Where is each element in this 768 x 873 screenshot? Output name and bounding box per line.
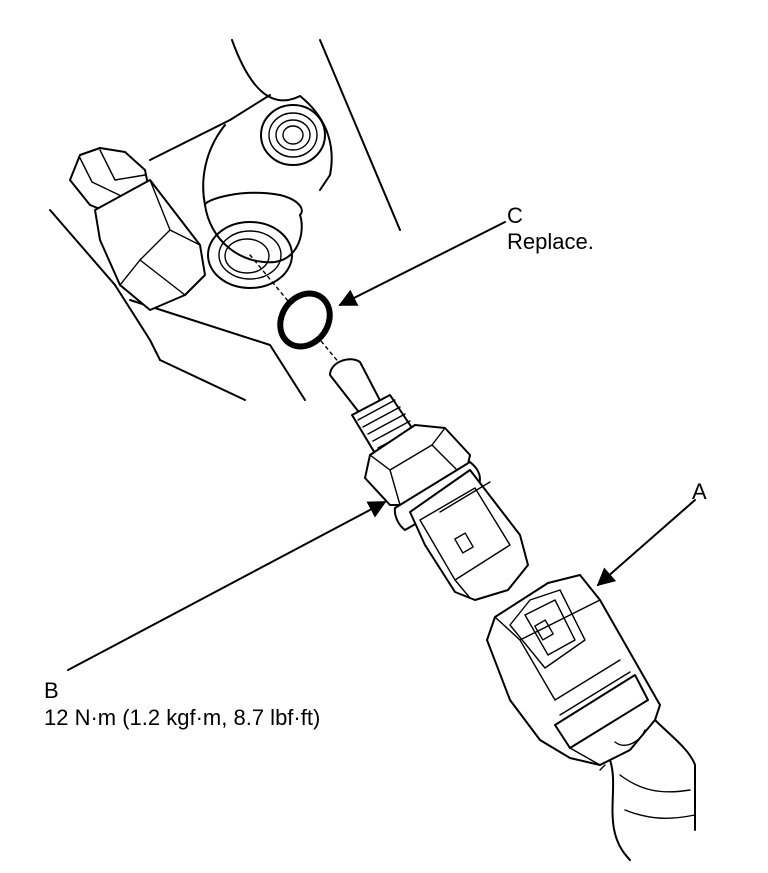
sealing-washer bbox=[277, 290, 333, 350]
callout-c-letter: C bbox=[507, 203, 523, 228]
connector bbox=[486, 574, 696, 861]
callout-b-letter: B bbox=[44, 678, 59, 703]
temperature-sensor bbox=[329, 358, 529, 601]
callout-a-letter: A bbox=[692, 479, 707, 504]
callout-b-note: 12 N·m (1.2 kgf·m, 8.7 lbf·ft) bbox=[44, 705, 321, 730]
callout-b-leader bbox=[67, 501, 387, 671]
engine-housing bbox=[49, 39, 401, 401]
callout-a-leader bbox=[596, 499, 696, 587]
callout-c-note: Replace. bbox=[507, 229, 594, 254]
callout-c-leader bbox=[338, 221, 506, 306]
